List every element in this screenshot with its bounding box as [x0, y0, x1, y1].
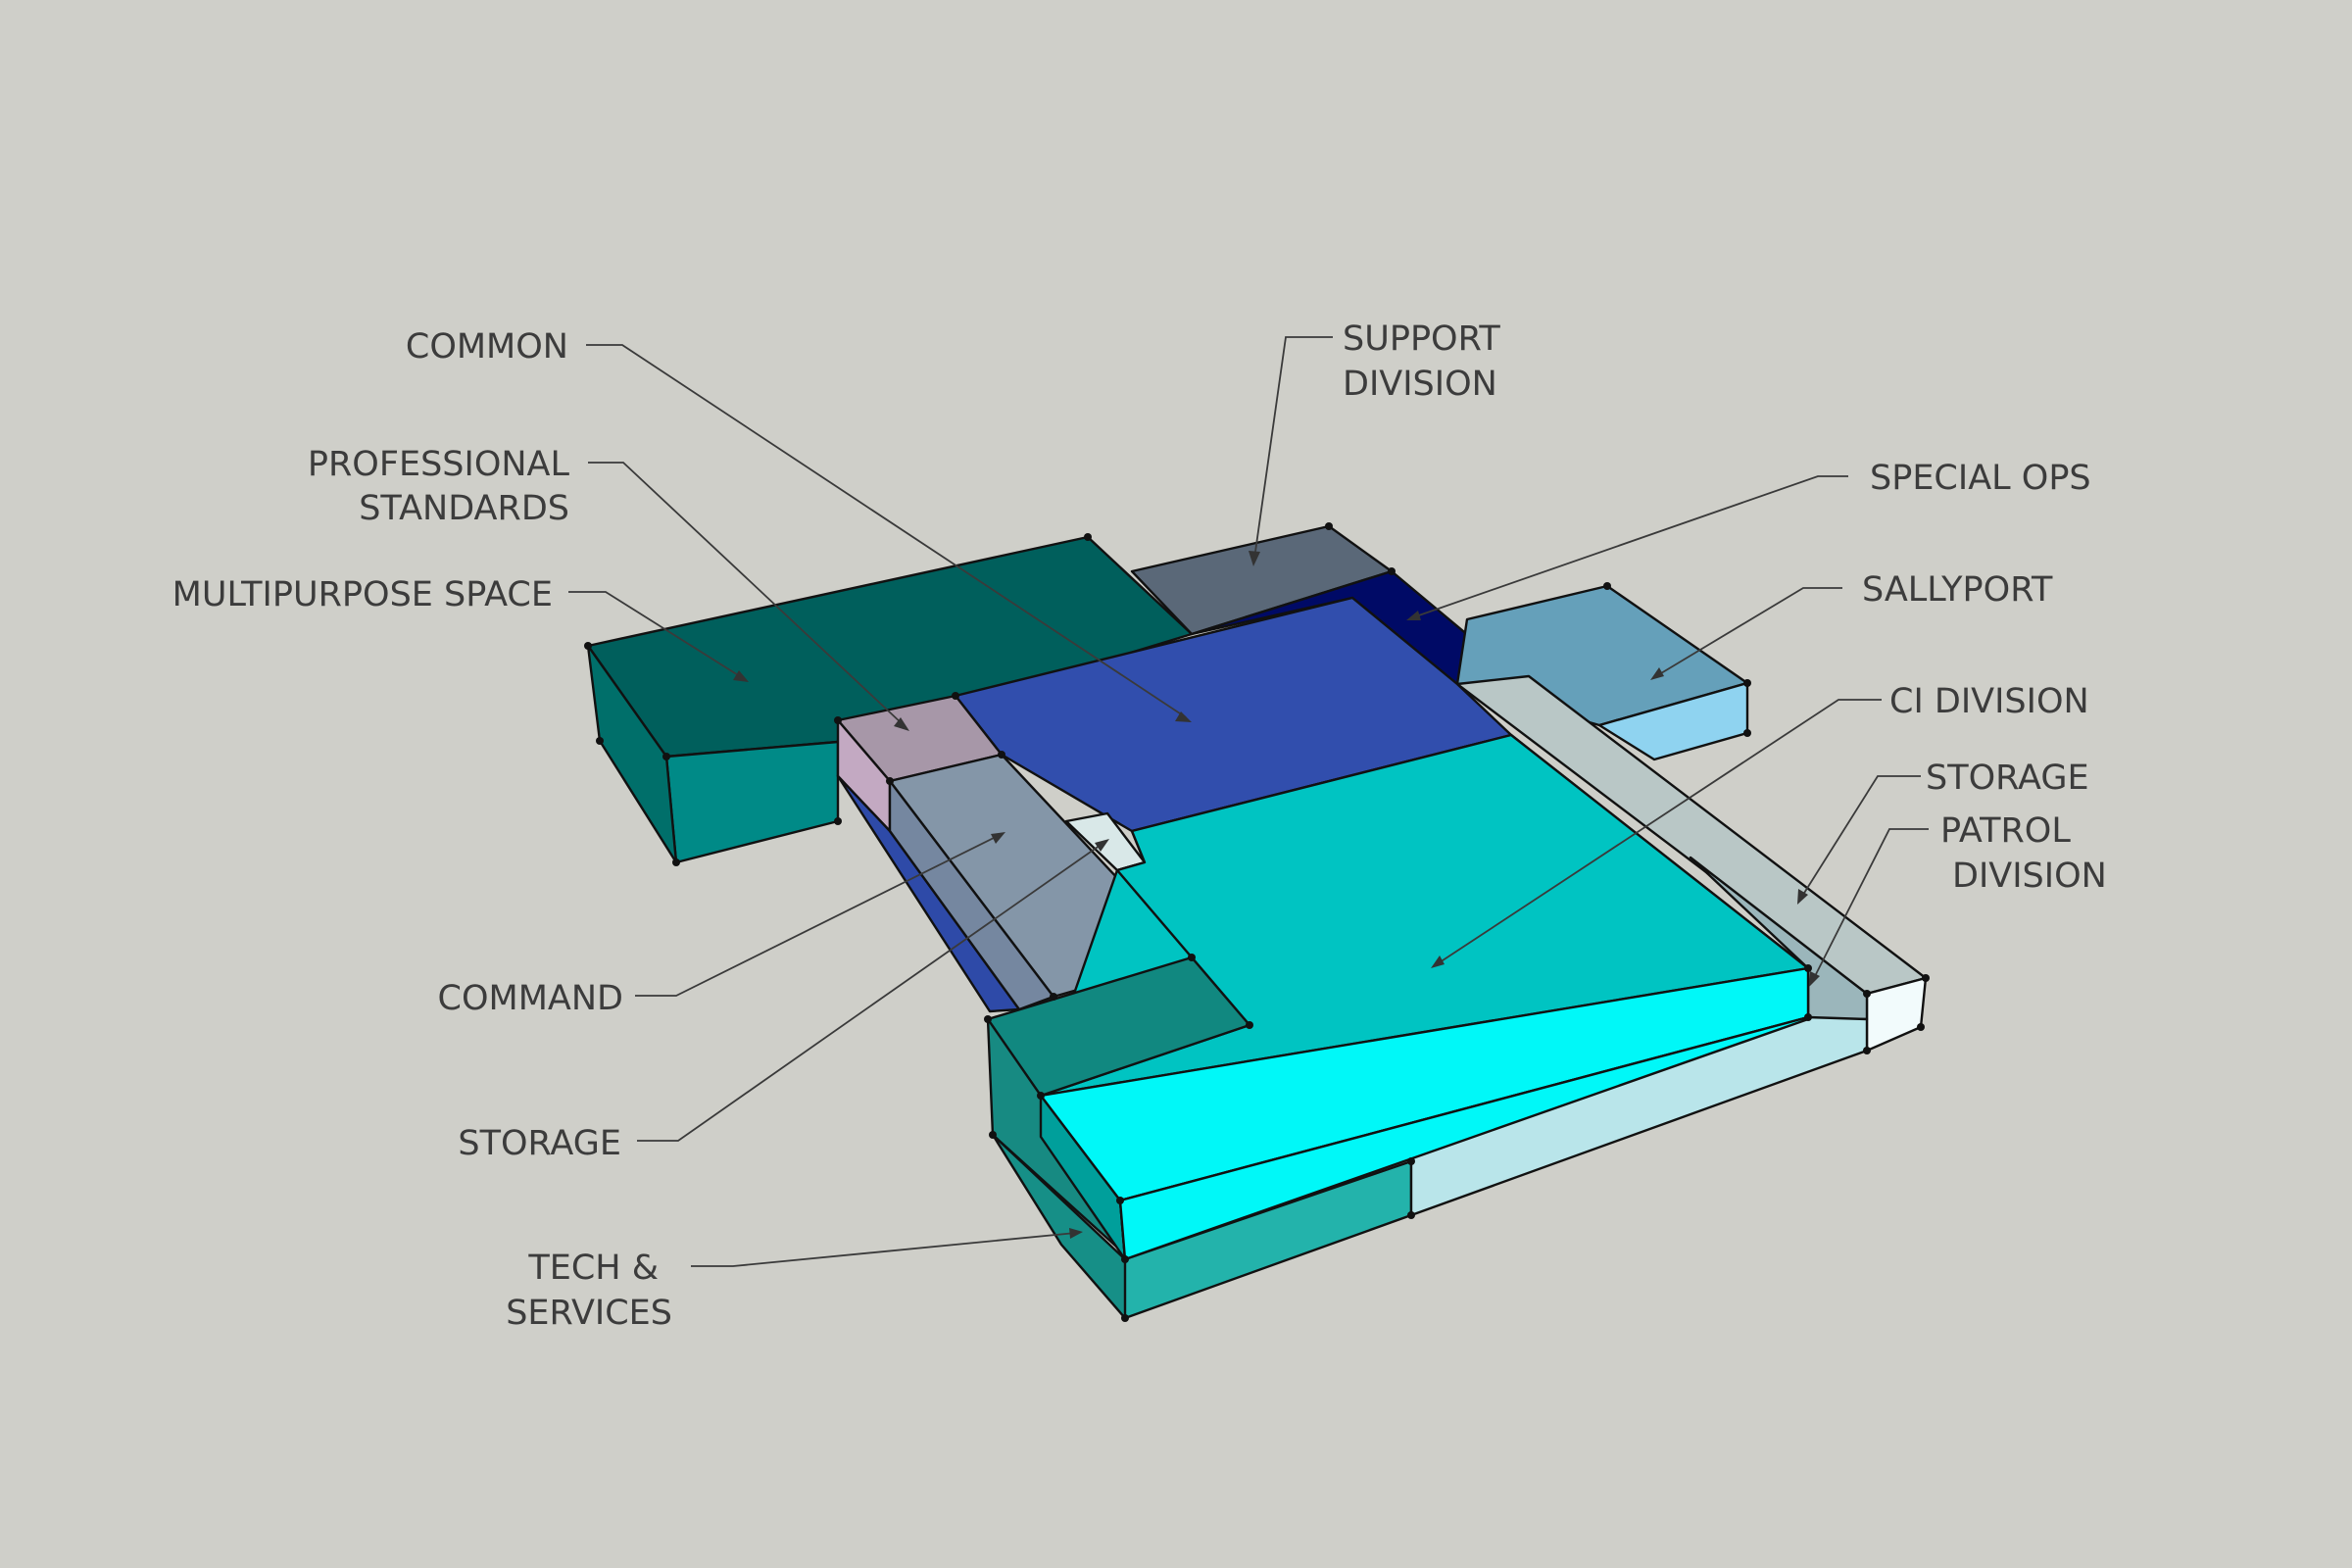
- arrowhead-sallyport: [1650, 667, 1664, 680]
- multipurpose-space-front-face: [664, 740, 840, 864]
- arrowhead-common: [1175, 711, 1192, 722]
- arrowhead-support-division: [1249, 551, 1260, 566]
- leader-special-ops: [1412, 475, 1848, 618]
- label-tech-services-line2: SERVICES: [506, 1294, 672, 1333]
- arrowhead-storage-right: [1797, 889, 1808, 905]
- arrowhead-tech-services: [1069, 1228, 1083, 1239]
- label-special-ops: SPECIAL OPS: [1870, 459, 2091, 498]
- label-sallyport: SALLYPORT: [1862, 570, 2053, 610]
- leader-lines: [568, 336, 1929, 1267]
- leader-sallyport: [1655, 587, 1842, 677]
- leader-multipurpose: [568, 591, 744, 679]
- leader-storage-right: [1800, 775, 1921, 899]
- leader-common: [586, 344, 1187, 718]
- arrowhead-multipurpose: [733, 670, 749, 682]
- arrowhead-command: [991, 832, 1005, 844]
- label-storage-right: STORAGE: [1926, 759, 2089, 798]
- labels-right: SUPPORT DIVISION SPECIAL OPS SALLYPORT C…: [1343, 319, 2107, 896]
- label-tech-services-line1: TECH &: [527, 1249, 659, 1288]
- arrowhead-storage-left: [1095, 839, 1109, 852]
- label-support-division-line1: SUPPORT: [1343, 319, 1500, 359]
- labels-left: COMMON PROFESSIONAL STANDARDS MULTIPURPO…: [172, 327, 672, 1333]
- leader-ci-division: [1436, 699, 1882, 965]
- arrowhead-ci-division: [1431, 956, 1445, 968]
- leader-tech-services: [691, 1232, 1077, 1267]
- arrowhead-patrol-division: [1809, 971, 1820, 987]
- label-patrol-division-line1: PATROL: [1940, 811, 2071, 851]
- arrowhead-special-ops: [1406, 611, 1421, 620]
- label-support-division-line2: DIVISION: [1343, 365, 1497, 404]
- label-professional-standards-line1: PROFESSIONAL: [308, 445, 570, 484]
- label-professional-standards-line2: STANDARDS: [359, 489, 569, 528]
- label-ci-division: CI DIVISION: [1889, 682, 2089, 721]
- vertex-markers: [584, 522, 1930, 1322]
- label-multipurpose-space: MULTIPURPOSE SPACE: [172, 575, 553, 614]
- arrowhead-professional-standards: [894, 717, 909, 731]
- label-common: COMMON: [406, 327, 568, 367]
- leader-patrol-division: [1812, 828, 1929, 981]
- leader-storage-left: [637, 842, 1104, 1142]
- leader-professional-standards: [588, 462, 905, 726]
- leader-support-division: [1253, 336, 1333, 560]
- leader-command: [635, 834, 1001, 997]
- label-patrol-division-line2: DIVISION: [1952, 857, 2107, 896]
- label-storage-left: STORAGE: [458, 1124, 621, 1163]
- label-command: COMMAND: [438, 979, 623, 1018]
